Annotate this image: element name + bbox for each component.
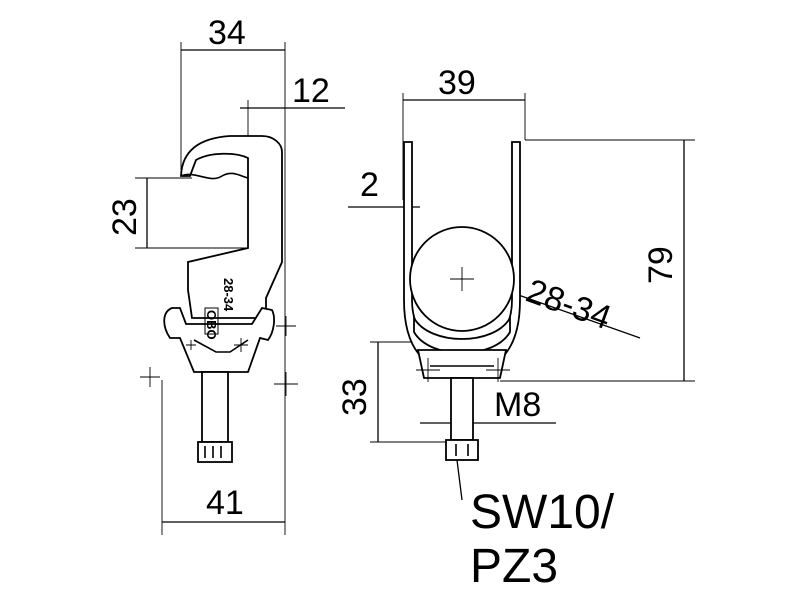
dim-23: 23 — [106, 198, 144, 236]
side-stamp: 28-34 OBO — [204, 278, 236, 340]
front-saddle — [413, 314, 511, 354]
stamp-brand: OBO — [204, 310, 219, 340]
stamp-range: 28-34 — [221, 278, 236, 312]
callout-pz3: PZ3 — [470, 540, 558, 593]
dim-12: 12 — [292, 72, 330, 110]
dim-m8: M8 — [494, 386, 541, 424]
side-view — [135, 42, 345, 535]
dim-41: 41 — [206, 484, 244, 522]
dim-34: 34 — [208, 14, 246, 52]
side-nut — [197, 441, 233, 463]
dim-39: 39 — [438, 64, 476, 102]
side-bolt — [201, 371, 229, 443]
dim-28-34: 28-34 — [521, 272, 616, 337]
side-bracket — [163, 306, 275, 373]
dim-33: 33 — [336, 378, 374, 416]
callout-sw10: SW10/ — [470, 486, 615, 539]
front-nut — [445, 439, 479, 461]
front-bolt — [450, 377, 474, 441]
side-clip-body — [180, 135, 283, 319]
dim-79: 79 — [642, 246, 680, 284]
dim-2: 2 — [360, 166, 379, 204]
front-bracket — [416, 349, 508, 379]
front-view — [348, 93, 695, 501]
